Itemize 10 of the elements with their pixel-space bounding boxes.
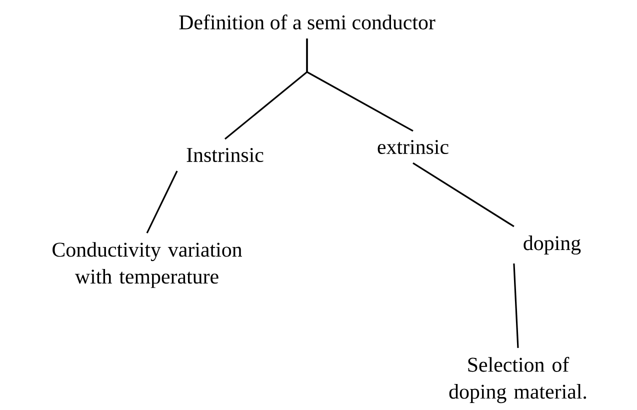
connector-line	[306, 38, 414, 132]
connector-line	[146, 170, 178, 234]
label-text: Definition of a semi conductor	[179, 14, 436, 30]
label-text: doping	[524, 235, 581, 255]
label-text: Conductivity variation with temperature	[52, 242, 242, 288]
connector-line	[412, 162, 514, 228]
label-text: Instrinsic	[186, 148, 264, 162]
label-text: extrinsic	[378, 140, 448, 154]
label-text: Selection of doping material.	[449, 356, 586, 404]
connector-line	[513, 263, 519, 348]
